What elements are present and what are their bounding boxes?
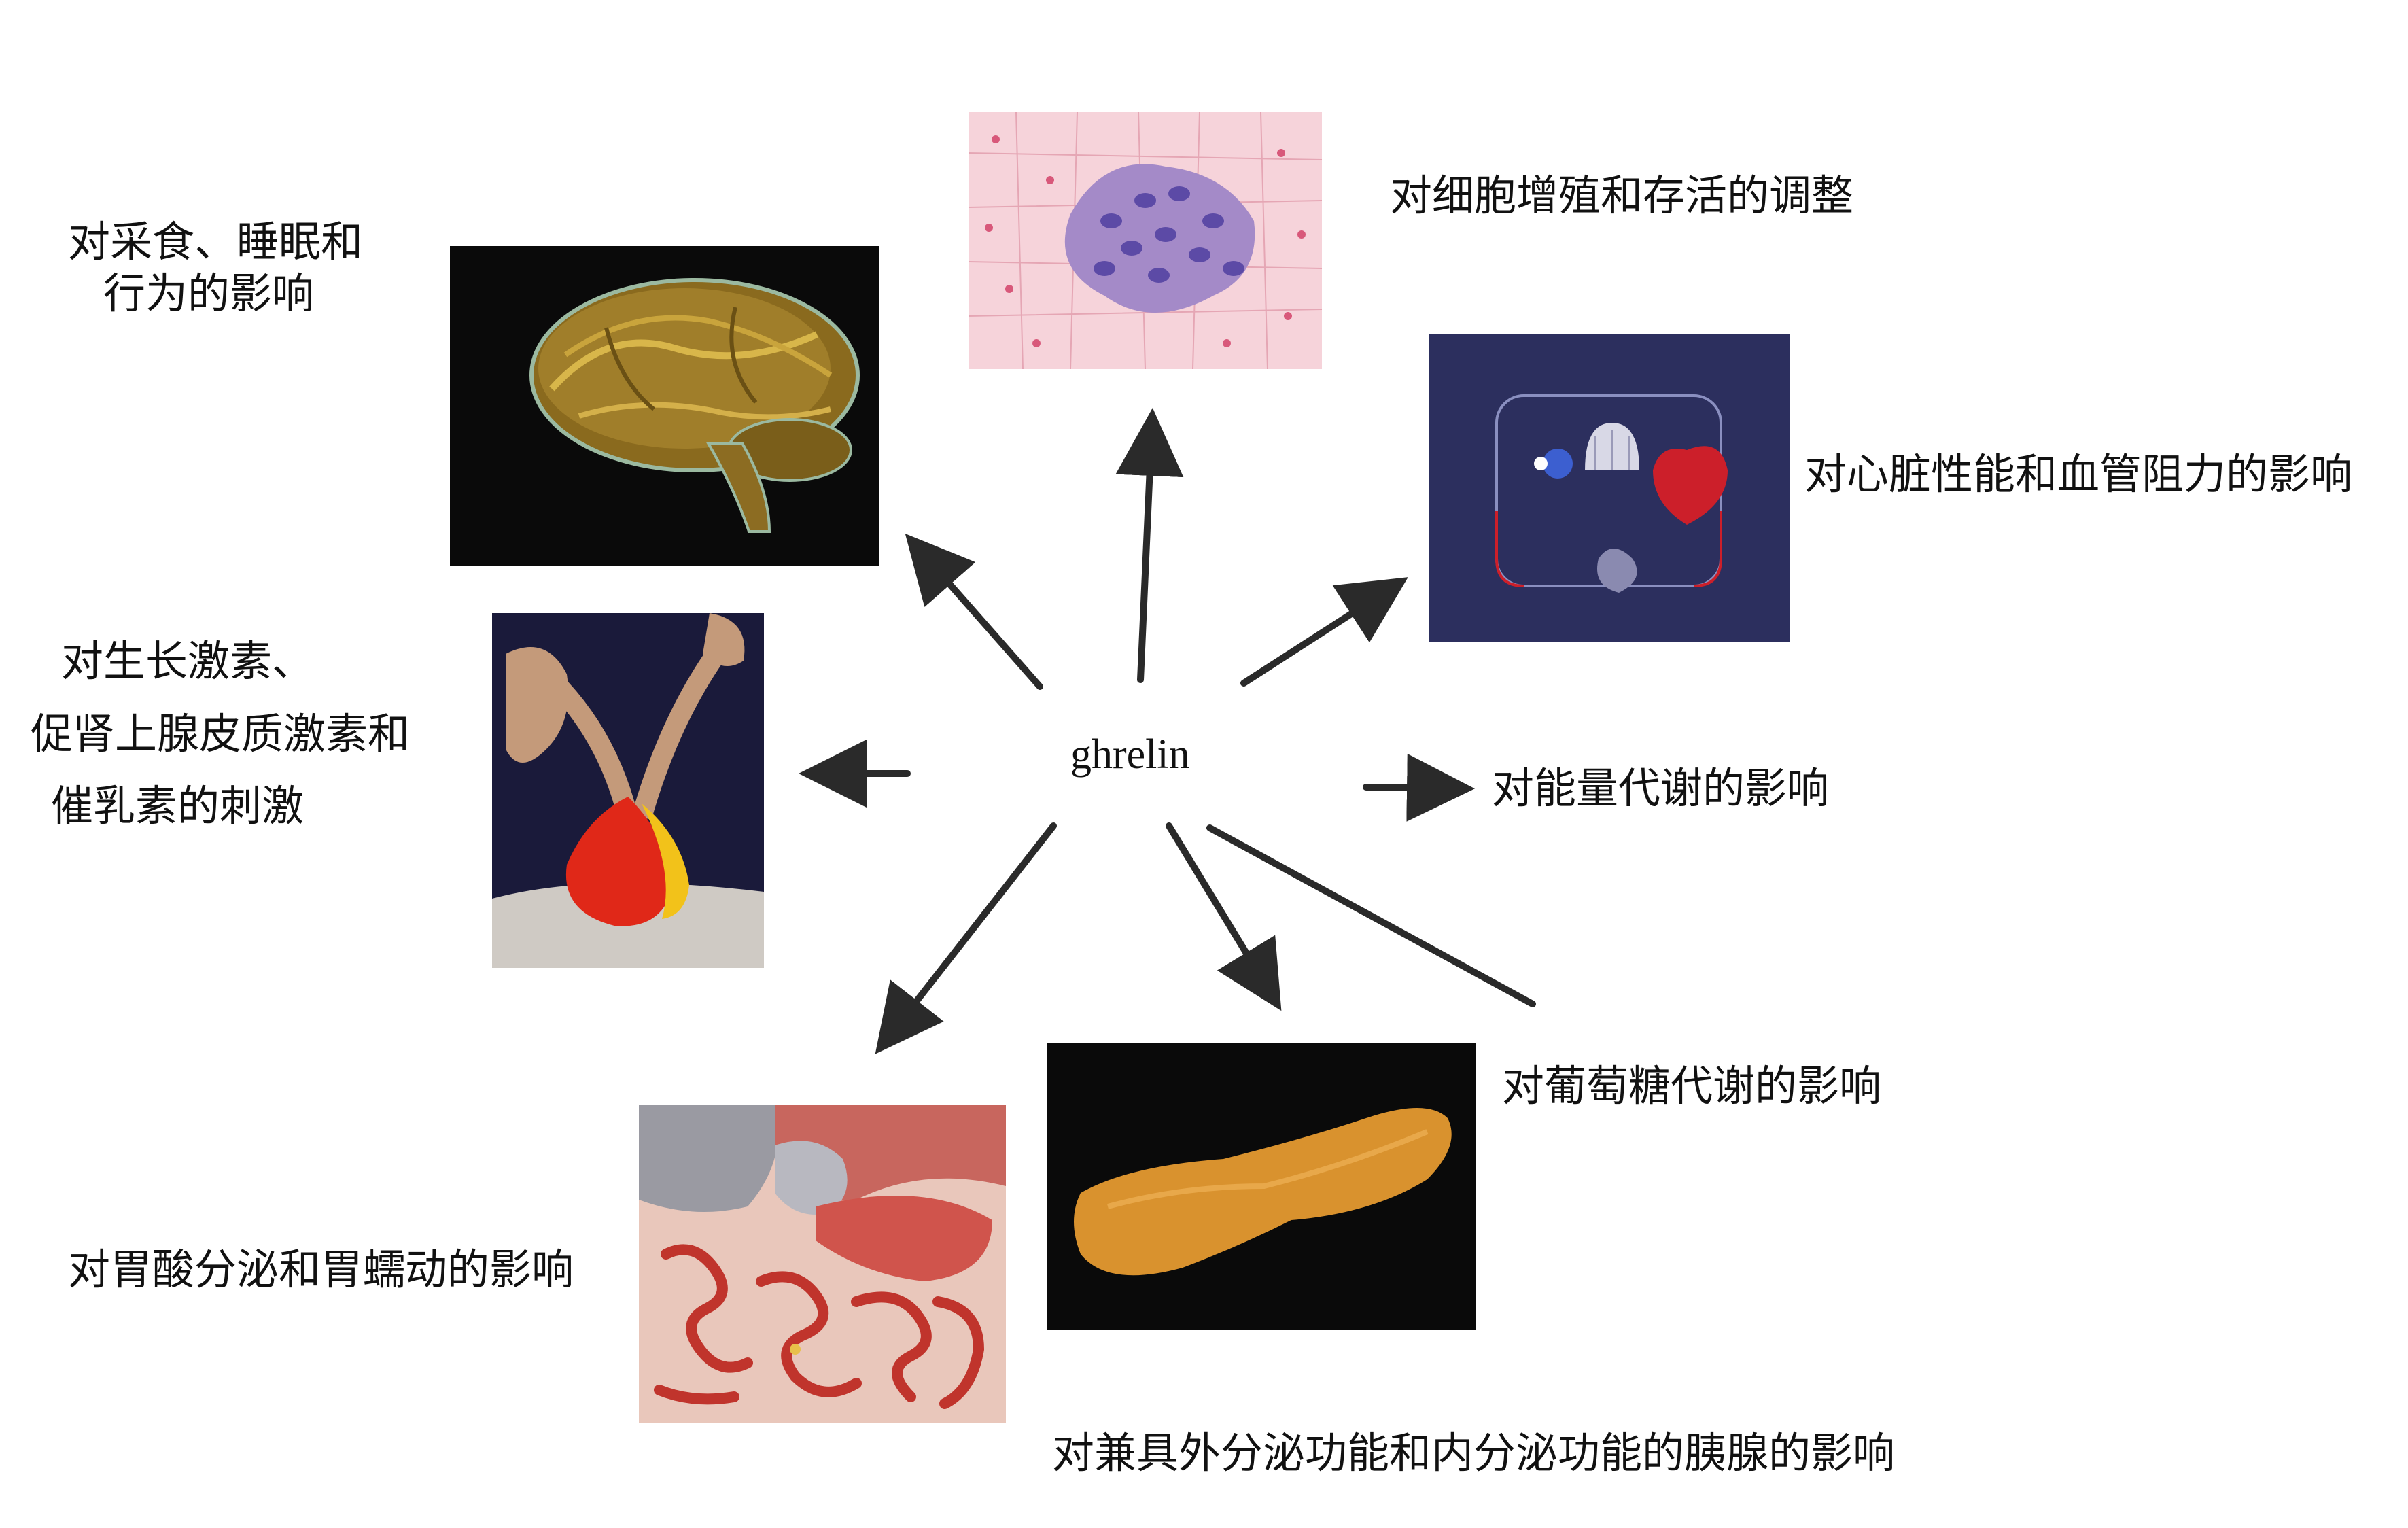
pituitary-image xyxy=(492,613,764,968)
label-cell-proliferation: 对细胞增殖和存活的调整 xyxy=(1390,171,1854,220)
pancreas-image xyxy=(1047,1043,1476,1330)
label-gh-line2: 促肾上腺皮质激素和 xyxy=(31,708,411,759)
cell-tissue-image xyxy=(969,112,1322,369)
arrow-to-cells xyxy=(1115,408,1184,683)
stomach-intestine-image xyxy=(639,1105,1006,1423)
arrow-to-brain xyxy=(905,533,1043,690)
arrow-to-energy xyxy=(1363,753,1475,822)
label-gh-acth-prolactin: 对生长激素、 促肾上腺皮质激素和 催乳素的刺激 xyxy=(31,625,410,843)
label-pancreas: 对兼具外分泌功能和内分泌功能的胰腺的影响 xyxy=(1052,1428,1896,1478)
line-to-glucose xyxy=(1206,824,1536,1007)
arrow-to-pancreas xyxy=(1166,822,1282,1011)
label-gh-line1: 对生长激素、 xyxy=(61,636,315,686)
label-heart-vascular: 对心脏性能和血管阻力的影响 xyxy=(1804,449,2353,499)
label-feeding-line2: 行为的影响 xyxy=(103,268,315,318)
label-feeding-sleep-behavior: 对采食、睡眠和 行为的影响 xyxy=(68,216,363,319)
arrow-to-stomach xyxy=(875,822,1057,1054)
arrow-to-heart xyxy=(1240,577,1408,687)
label-glucose-metabolism: 对葡萄糖代谢的影响 xyxy=(1502,1061,1882,1111)
label-gh-line3: 催乳素的刺激 xyxy=(51,781,304,831)
ghrelin-center-label: ghrelin xyxy=(1070,731,1190,778)
brain-image xyxy=(450,246,879,566)
label-gastric: 对胃酸分泌和胃蠕动的影响 xyxy=(68,1245,574,1294)
label-energy-metabolism: 对能量代谢的影响 xyxy=(1492,763,1830,813)
label-feeding-line1: 对采食、睡眠和 xyxy=(68,217,364,266)
heart-circulation-image xyxy=(1429,334,1790,642)
